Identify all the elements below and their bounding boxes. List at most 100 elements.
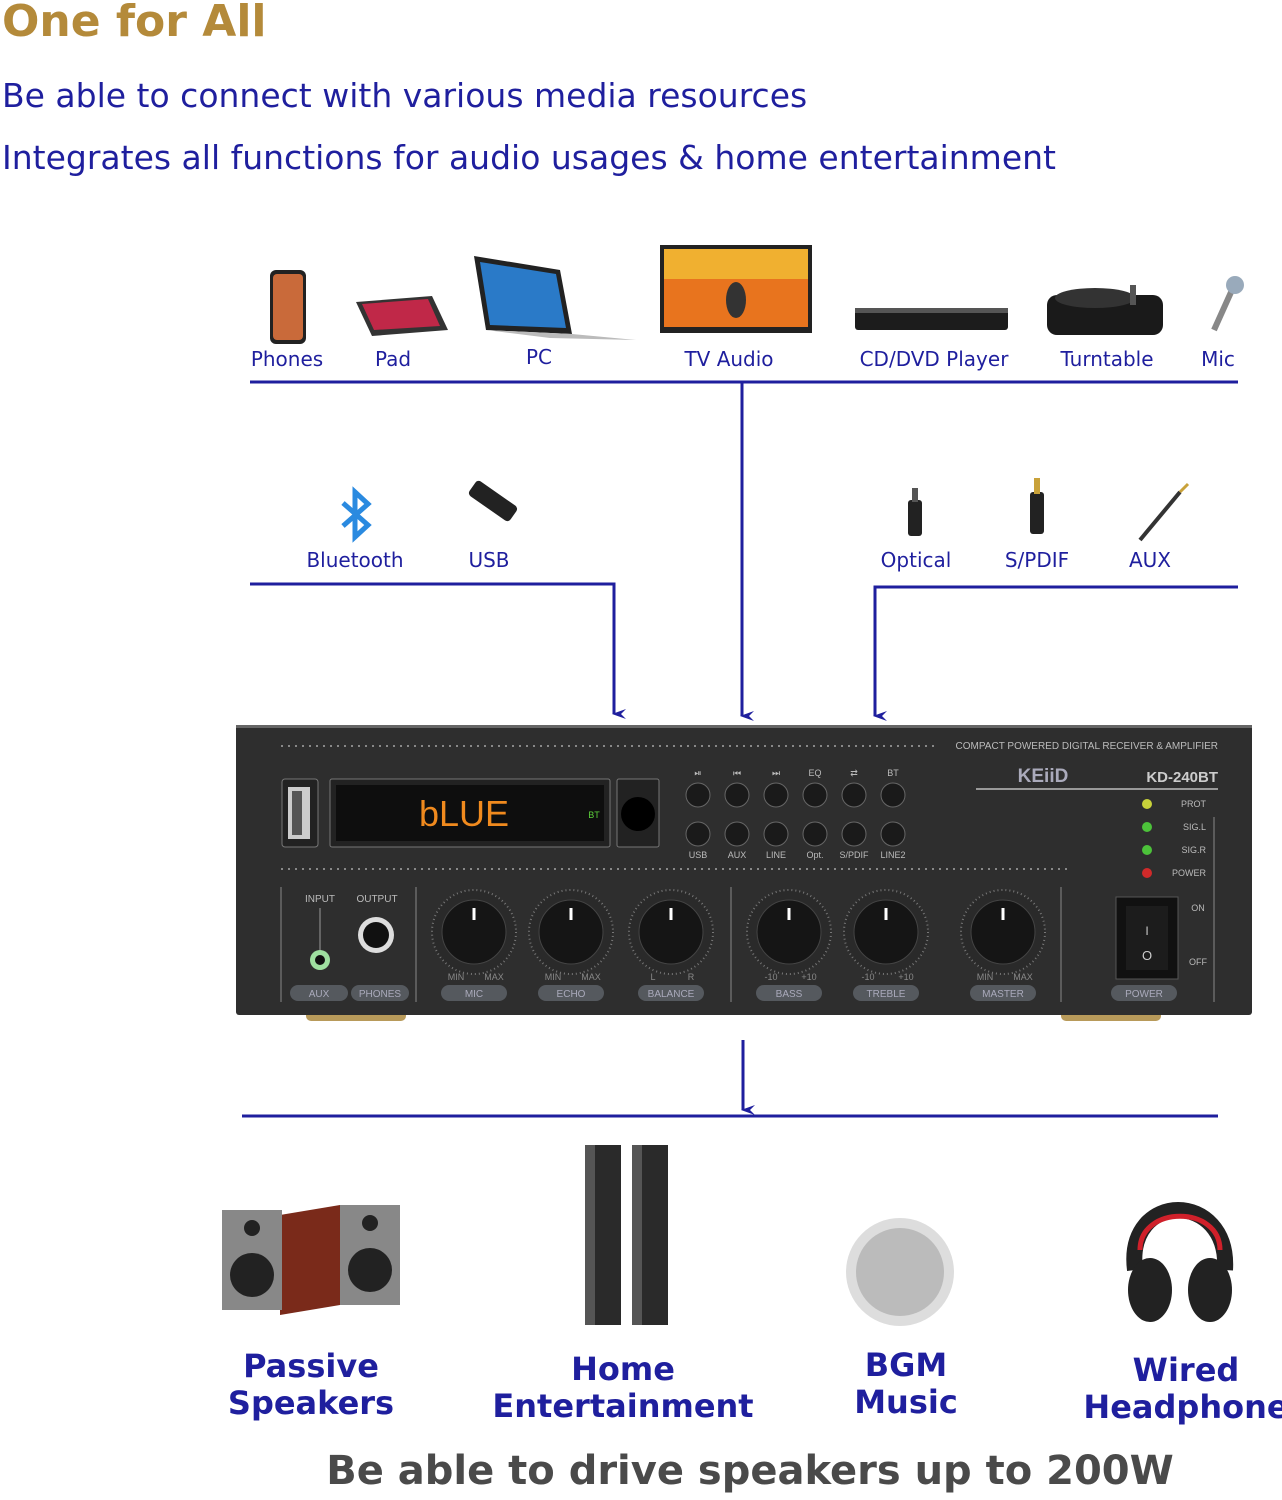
- ir-sensor: [616, 778, 660, 848]
- knob-treble[interactable]: [853, 899, 919, 965]
- source-button[interactable]: [763, 821, 789, 847]
- knob-bass[interactable]: [756, 899, 822, 965]
- top-button[interactable]: [724, 782, 750, 808]
- svg-text:O: O: [1142, 948, 1152, 963]
- power-label: POWER: [1125, 989, 1163, 1000]
- brand-logo: KEiiD: [1018, 766, 1069, 787]
- phones-jack-label: PHONES: [359, 989, 402, 1000]
- rca-cable-icon: [1030, 478, 1044, 534]
- knob-max-label: +10: [801, 972, 816, 982]
- button-label: ⏮: [733, 768, 741, 778]
- source-button[interactable]: [802, 821, 828, 847]
- knob-min-label: MIN: [977, 972, 994, 982]
- arrow-right: [873, 585, 1238, 721]
- knob-min-label: MIN: [545, 972, 562, 982]
- source-label-aux: AUX: [1128, 548, 1172, 572]
- page-title: One for All: [2, 0, 267, 47]
- power-on-label: ON: [1191, 903, 1205, 913]
- knob-min-label: -10: [764, 972, 777, 982]
- led-label: SIG.R: [1181, 845, 1206, 855]
- usb-port[interactable]: [281, 778, 319, 848]
- bookshelf-speakers-icon: [222, 1205, 400, 1315]
- knob-balance[interactable]: [638, 899, 704, 965]
- display-text: bLUE: [419, 793, 509, 834]
- knob-master[interactable]: [970, 899, 1036, 965]
- aux-cable-icon: [1138, 482, 1190, 542]
- display-panel: bLUE BT: [329, 778, 611, 848]
- source-label-spdif: S/PDIF: [1004, 548, 1070, 572]
- top-button[interactable]: [841, 782, 867, 808]
- knob-min-label: L: [650, 972, 655, 982]
- ceiling-speaker-icon: [846, 1218, 954, 1326]
- aux-jack[interactable]: [315, 955, 325, 965]
- top-button[interactable]: [802, 782, 828, 808]
- button-label: Opt.: [806, 850, 823, 860]
- top-source-icons: [270, 245, 1244, 344]
- led-label: SIG.L: [1183, 822, 1206, 832]
- optical-cable-icon: [908, 488, 922, 536]
- knob-max-label: R: [688, 972, 695, 982]
- source-label-pc: PC: [525, 345, 553, 369]
- top-button[interactable]: [685, 782, 711, 808]
- bluetooth-icon: [341, 486, 372, 543]
- subtitle-1: Be able to connect with various media re…: [2, 76, 808, 115]
- footer-tagline: Be able to drive speakers up to 200W: [326, 1448, 1174, 1494]
- output-icons: [222, 1145, 1234, 1326]
- led-label: PROT: [1181, 799, 1207, 809]
- smartphone-icon: [270, 270, 306, 344]
- arrow-left: [250, 582, 626, 719]
- source-label-bluetooth: Bluetooth: [306, 548, 404, 572]
- output-label: OUTPUT: [356, 894, 397, 905]
- led-label: POWER: [1172, 868, 1207, 878]
- button-label: S/PDIF: [839, 850, 869, 860]
- knob-label: BALANCE: [648, 989, 695, 1000]
- model-number: KD-240BT: [1146, 769, 1218, 786]
- source-button[interactable]: [724, 821, 750, 847]
- knob-label: MASTER: [982, 989, 1024, 1000]
- power-off-label: OFF: [1189, 957, 1207, 967]
- power-switch[interactable]: I O: [1115, 896, 1179, 980]
- button-label: BT: [887, 768, 899, 778]
- knob-mic[interactable]: [441, 899, 507, 965]
- top-button[interactable]: [880, 782, 906, 808]
- knob-max-label: MAX: [1013, 972, 1033, 982]
- knob-echo[interactable]: [538, 899, 604, 965]
- headphones-icon: [1126, 1202, 1234, 1322]
- input-label: INPUT: [305, 894, 335, 905]
- amp-tagline: COMPACT POWERED DIGITAL RECEIVER & AMPLI…: [956, 741, 1218, 752]
- button-label: ⇄: [850, 768, 858, 778]
- button-label: EQ: [808, 768, 821, 778]
- laptop-icon: [474, 256, 636, 340]
- source-label-pad: Pad: [374, 347, 412, 371]
- phones-jack[interactable]: [363, 922, 389, 948]
- knob-label: ECHO: [557, 989, 586, 1000]
- source-label-optical: Optical: [880, 548, 952, 572]
- knob-min-label: MIN: [448, 972, 465, 982]
- source-label-phones: Phones: [250, 347, 324, 371]
- button-label: AUX: [728, 850, 747, 860]
- top-button[interactable]: [763, 782, 789, 808]
- tower-speakers-icon: [585, 1145, 668, 1325]
- source-label-tv: TV Audio: [684, 347, 774, 371]
- source-button[interactable]: [880, 821, 906, 847]
- source-label-usb: USB: [468, 548, 510, 572]
- knob-min-label: -10: [861, 972, 874, 982]
- source-button[interactable]: [685, 821, 711, 847]
- status-led: [1142, 868, 1152, 878]
- button-label: USB: [689, 850, 708, 860]
- usb-drive-icon: [468, 480, 518, 522]
- tv-icon: [660, 245, 812, 333]
- status-led: [1142, 845, 1152, 855]
- aux-jack-label: AUX: [309, 989, 330, 1000]
- source-label-dvd: CD/DVD Player: [859, 347, 1009, 371]
- subtitle-2: Integrates all functions for audio usage…: [2, 138, 1056, 177]
- knob-label: MIC: [465, 989, 483, 1000]
- button-label: LINE2: [880, 850, 905, 860]
- source-button[interactable]: [841, 821, 867, 847]
- tablet-icon: [356, 296, 448, 336]
- turntable-icon: [1047, 285, 1163, 335]
- button-label: LINE: [766, 850, 786, 860]
